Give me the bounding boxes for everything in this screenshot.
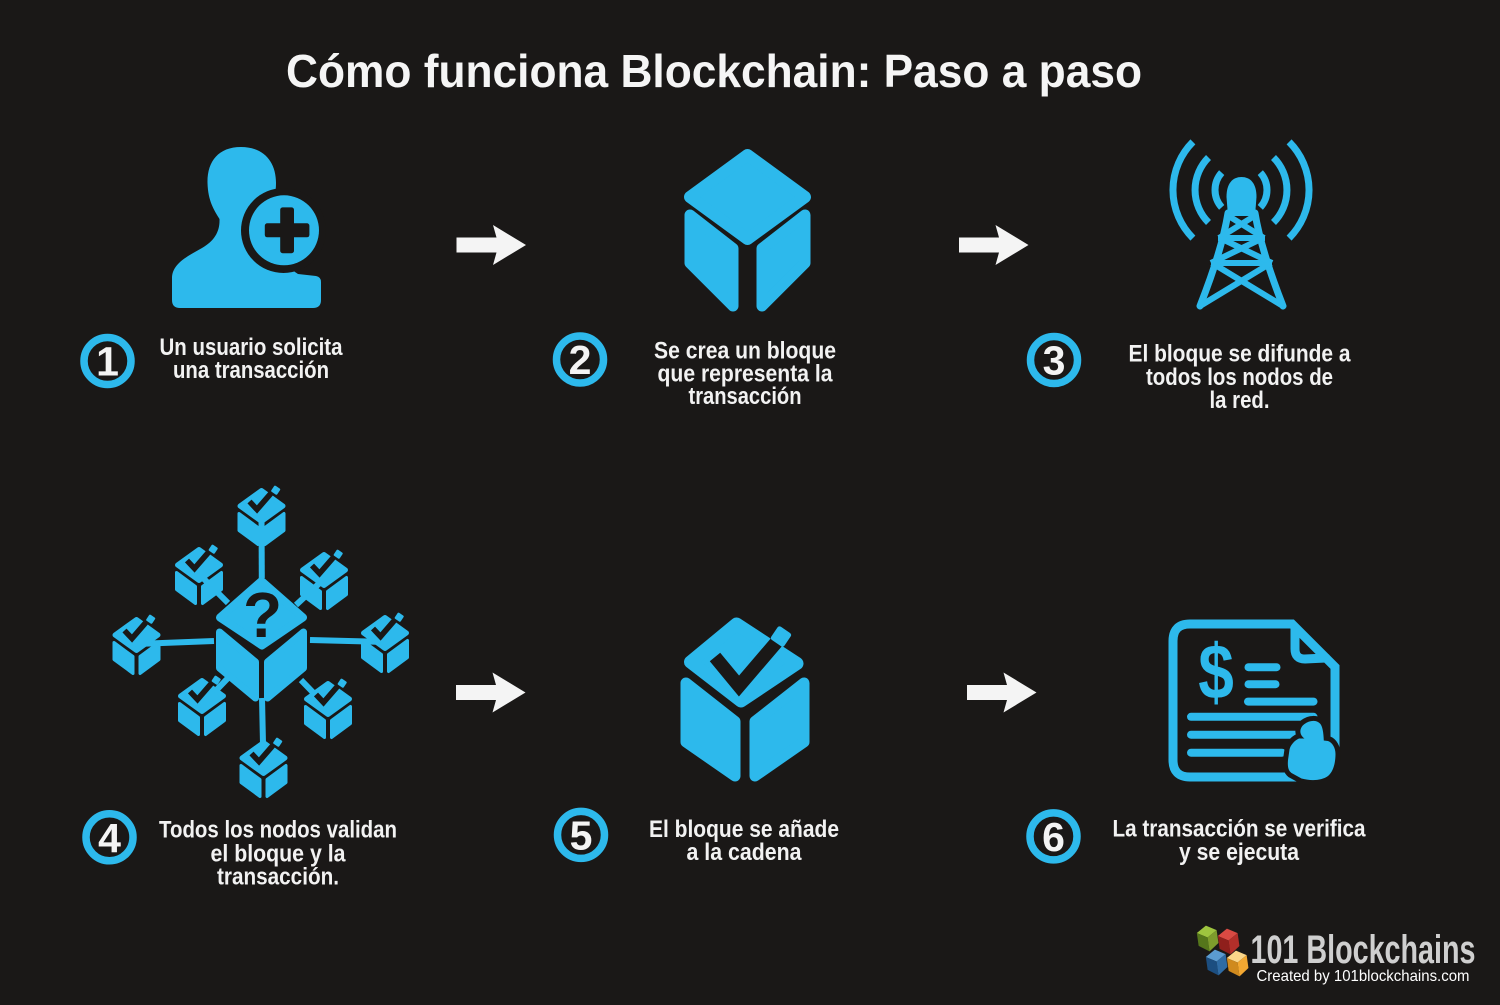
svg-text:transacción.: transacción.: [217, 864, 339, 891]
svg-text:El bloque se añade: El bloque se añade: [649, 816, 839, 843]
svg-text:Cómo funciona Blockchain: Paso: Cómo funciona Blockchain: Paso a paso: [286, 45, 1142, 97]
svg-text:El bloque se difunde a: El bloque se difunde a: [1129, 340, 1352, 367]
svg-text:a la cadena: a la cadena: [687, 839, 803, 866]
svg-text:Un usuario solicita: Un usuario solicita: [160, 334, 344, 361]
svg-text:2: 2: [569, 337, 592, 383]
svg-text:Se crea un bloque: Se crea un bloque: [654, 338, 836, 365]
svg-text:que representa la: que representa la: [658, 360, 834, 387]
svg-text:Todos los nodos validan: Todos los nodos validan: [159, 816, 397, 843]
svg-text:6: 6: [1042, 814, 1065, 860]
svg-text:transacción: transacción: [689, 383, 802, 410]
svg-text:1: 1: [96, 339, 119, 385]
svg-text:3: 3: [1043, 338, 1066, 384]
svg-text:101 Blockchains: 101 Blockchains: [1251, 928, 1476, 972]
svg-text:la red.: la red.: [1210, 387, 1270, 414]
svg-text:Created by 101blockchains.com: Created by 101blockchains.com: [1257, 968, 1470, 985]
svg-text:y se ejecuta: y se ejecuta: [1179, 839, 1300, 866]
svg-text:$: $: [1198, 629, 1234, 716]
svg-text:una transacción: una transacción: [173, 357, 329, 384]
svg-text:4: 4: [98, 815, 121, 861]
svg-text:?: ?: [243, 579, 282, 651]
svg-text:La transacción se verifica: La transacción se verifica: [1113, 815, 1367, 842]
svg-text:el bloque y la: el bloque y la: [211, 841, 347, 868]
svg-text:todos los nodos de: todos los nodos de: [1146, 364, 1333, 391]
svg-text:5: 5: [570, 812, 593, 858]
